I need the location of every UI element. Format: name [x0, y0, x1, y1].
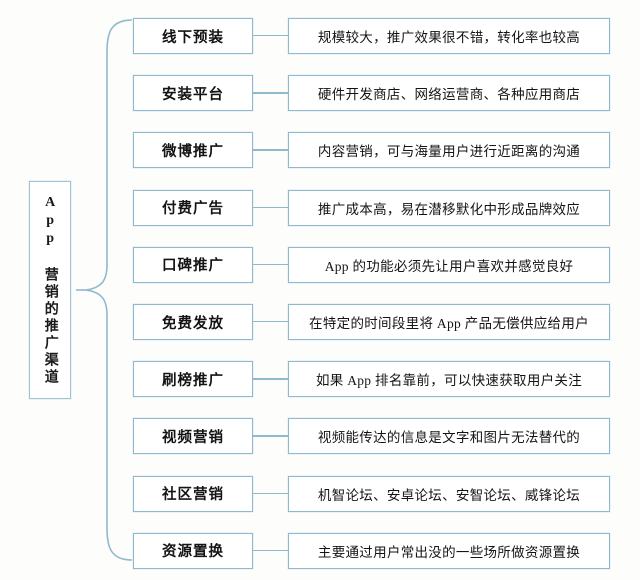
branch-label-box[interactable]: 免费发放 [133, 304, 253, 340]
branch-description-box[interactable]: 规模较大，推广效果很不错，转化率也较高 [288, 18, 610, 54]
branch-connector-line [253, 321, 288, 323]
branch-description-text: 在特定的时间段里将 App 产品无偿供应给用户 [309, 316, 589, 331]
branch-description-box[interactable]: App 的功能必须先让用户喜欢并感觉良好 [288, 246, 610, 283]
branch-description-text: 内容营销，可与海量用户进行近距离的沟通 [317, 144, 581, 160]
branch-label-text: 资源置换 [162, 544, 224, 561]
branch-label-box[interactable]: 付费广告 [133, 189, 253, 226]
branch-connector-line [253, 92, 288, 94]
branch-description-text: 视频能传达的信息是文字和图片无法替代的 [317, 430, 581, 446]
branch-label-text: 刷榜推广 [162, 372, 224, 389]
branch-label-text: 付费广告 [162, 201, 224, 218]
branch-description-text: 硬件开发商店、网络运营商、各种应用商店 [317, 87, 581, 103]
branch-description-box[interactable]: 在特定的时间段里将 App 产品无偿供应给用户 [288, 304, 610, 340]
branch-label-text: 免费发放 [162, 315, 224, 332]
branch-connector-line [253, 263, 288, 266]
branch-description-box[interactable]: 硬件开发商店、网络运营商、各种应用商店 [288, 75, 610, 112]
branch-row: 免费发放 在特定的时间段里将 App 产品无偿供应给用户 [0, 304, 640, 340]
branch-label-box[interactable]: 口碑推广 [133, 246, 253, 283]
branch-description-text: 推广成本高，易在潜移默化中形成品牌效应 [317, 201, 581, 217]
branch-description-box[interactable]: 主要通过用户常出没的一些场所做资源置换 [288, 532, 610, 569]
root-node-label: App 营销的推广渠道 [42, 194, 58, 386]
branch-label-text: 安装平台 [162, 86, 224, 103]
branch-row: 线下预装 规模较大，推广效果很不错，转化率也较高 [0, 18, 640, 54]
branch-connector-line [253, 206, 288, 208]
branch-connector-line [253, 149, 288, 151]
branch-description-text: 规模较大，推广效果很不错，转化率也较高 [317, 30, 581, 45]
branch-label-box[interactable]: 刷榜推广 [133, 361, 253, 398]
branch-row: 口碑推广 App 的功能必须先让用户喜欢并感觉良好 [0, 246, 640, 283]
branch-description-text: 主要通过用户常出没的一些场所做资源置换 [317, 544, 581, 560]
branch-label-box[interactable]: 安装平台 [133, 75, 253, 112]
branch-label-box[interactable]: 线下预装 [133, 18, 253, 54]
branch-row: 资源置换 主要通过用户常出没的一些场所做资源置换 [0, 532, 640, 569]
branch-row: 视频营销 视频能传达的信息是文字和图片无法替代的 [0, 418, 640, 455]
branch-label-text: 线下预装 [162, 29, 224, 46]
branch-description-box[interactable]: 内容营销，可与海量用户进行近距离的沟通 [288, 132, 610, 169]
branch-row: 付费广告 推广成本高，易在潜移默化中形成品牌效应 [0, 189, 640, 226]
branch-connector-line [253, 549, 288, 552]
branch-description-text: 如果 App 排名靠前，可以快速获取用户关注 [315, 373, 583, 389]
branch-description-text: App 的功能必须先让用户喜欢并感觉良好 [324, 258, 574, 274]
branch-label-text: 口碑推广 [162, 258, 224, 275]
branch-connector-line [253, 378, 288, 380]
branch-label-box[interactable]: 资源置换 [133, 532, 253, 569]
branch-label-text: 社区营销 [162, 487, 224, 504]
branch-row: 社区营销 机智论坛、安卓论坛、安智论坛、威锋论坛 [0, 475, 640, 512]
branch-description-text: 机智论坛、安卓论坛、安智论坛、威锋论坛 [317, 487, 581, 503]
branch-label-box[interactable]: 社区营销 [133, 475, 253, 512]
branch-connector-line [253, 492, 288, 494]
branch-description-box[interactable]: 视频能传达的信息是文字和图片无法替代的 [288, 418, 610, 455]
branch-row: 刷榜推广 如果 App 排名靠前，可以快速获取用户关注 [0, 361, 640, 398]
branch-row: 安装平台 硬件开发商店、网络运营商、各种应用商店 [0, 75, 640, 112]
branch-label-box[interactable]: 视频营销 [133, 418, 253, 455]
branch-label-text: 微博推广 [162, 143, 224, 160]
branch-label-text: 视频营销 [162, 429, 224, 446]
branch-description-box[interactable]: 推广成本高，易在潜移默化中形成品牌效应 [288, 189, 610, 226]
branch-label-box[interactable]: 微博推广 [133, 132, 253, 169]
branch-connector-line [253, 35, 288, 37]
root-node[interactable]: App 营销的推广渠道 [29, 181, 71, 399]
branch-description-box[interactable]: 如果 App 排名靠前，可以快速获取用户关注 [288, 361, 610, 398]
branch-description-box[interactable]: 机智论坛、安卓论坛、安智论坛、威锋论坛 [288, 475, 610, 512]
branch-row: 微博推广 内容营销，可与海量用户进行近距离的沟通 [0, 132, 640, 169]
branch-connector-line [253, 435, 288, 437]
